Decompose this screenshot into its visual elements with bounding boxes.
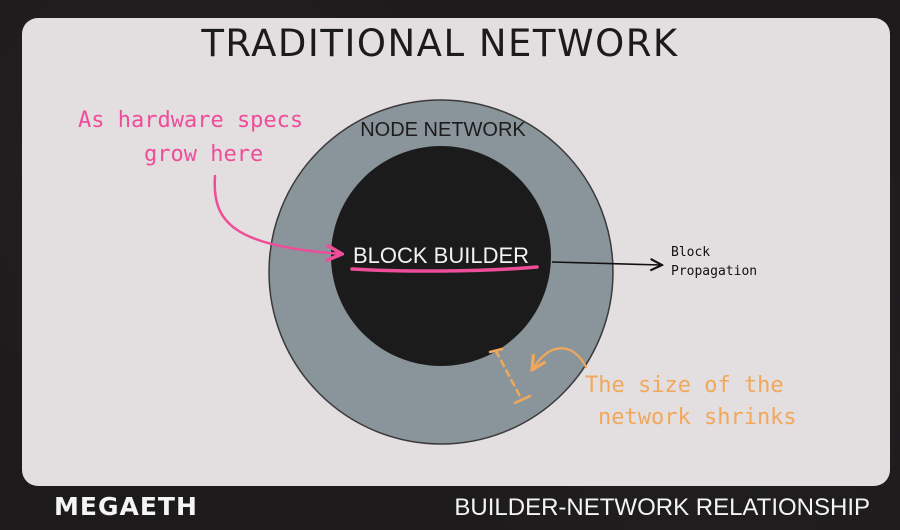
footer-subtitle: BUILDER-NETWORK RELATIONSHIP	[454, 494, 870, 521]
shrink-marker-bottom	[513, 394, 532, 405]
shrink-marker-dashed	[494, 349, 524, 402]
block-builder-label: BLOCK BUILDER	[353, 243, 529, 268]
hardware-annotation-line1: As hardware specs	[78, 108, 303, 133]
propagation-label-line1: Block	[671, 245, 710, 260]
node-network-label: NODE NETWORK	[360, 119, 526, 141]
shrink-arrow	[532, 347, 588, 370]
shrink-annotation-line1: The size of the	[585, 373, 784, 398]
page-title: TRADITIONAL NETWORK	[201, 22, 679, 65]
builder-underline	[350, 265, 539, 273]
hardware-arrow	[213, 174, 342, 254]
block-builder-core	[331, 146, 551, 366]
propagation-label-line2: Propagation	[671, 264, 757, 279]
hardware-annotation-line2: grow here	[144, 142, 263, 167]
propagation-arrow	[551, 262, 662, 265]
brand-logo: MEGAETH	[54, 492, 198, 521]
shrink-annotation-line2: network shrinks	[598, 405, 797, 430]
